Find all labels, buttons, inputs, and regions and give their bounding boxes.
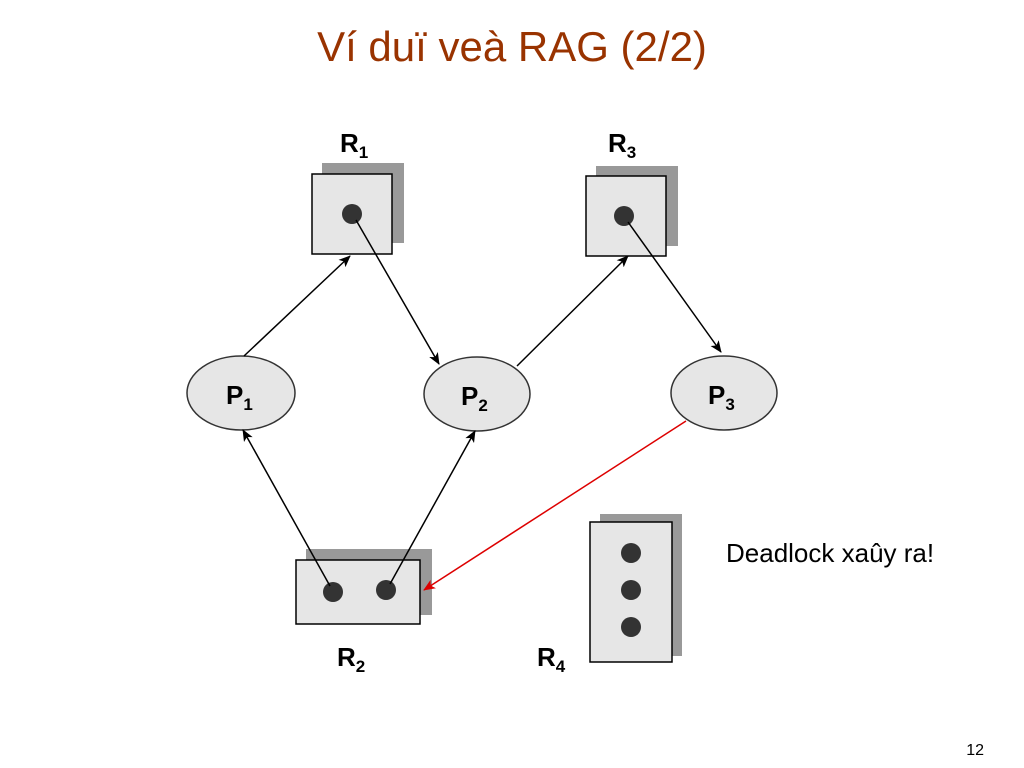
process-p1-node [186, 355, 296, 431]
process-p3-label: P3 [708, 380, 735, 414]
resource-r1-instance [342, 204, 362, 224]
process-p2-label: P2 [461, 381, 488, 415]
resource-r3-instance [614, 206, 634, 226]
edge-r3-p3 [627, 221, 722, 353]
process-p2-node [423, 356, 531, 432]
resource-r3-label: R3 [608, 128, 636, 162]
resource-r4-instance-2 [621, 580, 641, 600]
edge-p3-r2 [423, 420, 687, 591]
edge-r1-p2 [355, 219, 440, 365]
process-p1: P1 [186, 355, 296, 431]
resource-r1-box [311, 173, 393, 255]
resource-r2-instance-1 [323, 582, 343, 602]
edge-r2-p1 [242, 429, 331, 587]
resource-r4-instance-1 [621, 543, 641, 563]
process-p3: P3 [670, 355, 778, 431]
process-p3-node [670, 355, 778, 431]
resource-r3: R3 [585, 128, 678, 257]
resource-r1-label: R1 [340, 128, 368, 162]
edge-p2-r3 [516, 255, 629, 367]
edge-r2-p2 [389, 430, 476, 585]
resource-r2-label: R2 [337, 642, 365, 676]
process-p2: P2 [423, 356, 531, 432]
resource-r1: R1 [311, 128, 404, 255]
resource-r4: R4 [537, 514, 682, 676]
resource-r4-label: R4 [537, 642, 566, 676]
edge-p1-r1 [243, 255, 351, 357]
slide-title: Ví duï veà RAG (2/2) [317, 23, 707, 70]
deadlock-note: Deadlock xaûy ra! [726, 538, 934, 568]
resource-r2-box [295, 559, 421, 625]
resource-r4-instance-3 [621, 617, 641, 637]
resource-r2-instance-2 [376, 580, 396, 600]
process-p1-label: P1 [226, 380, 253, 414]
resource-r2: R2 [295, 549, 432, 676]
page-number: 12 [966, 742, 984, 759]
